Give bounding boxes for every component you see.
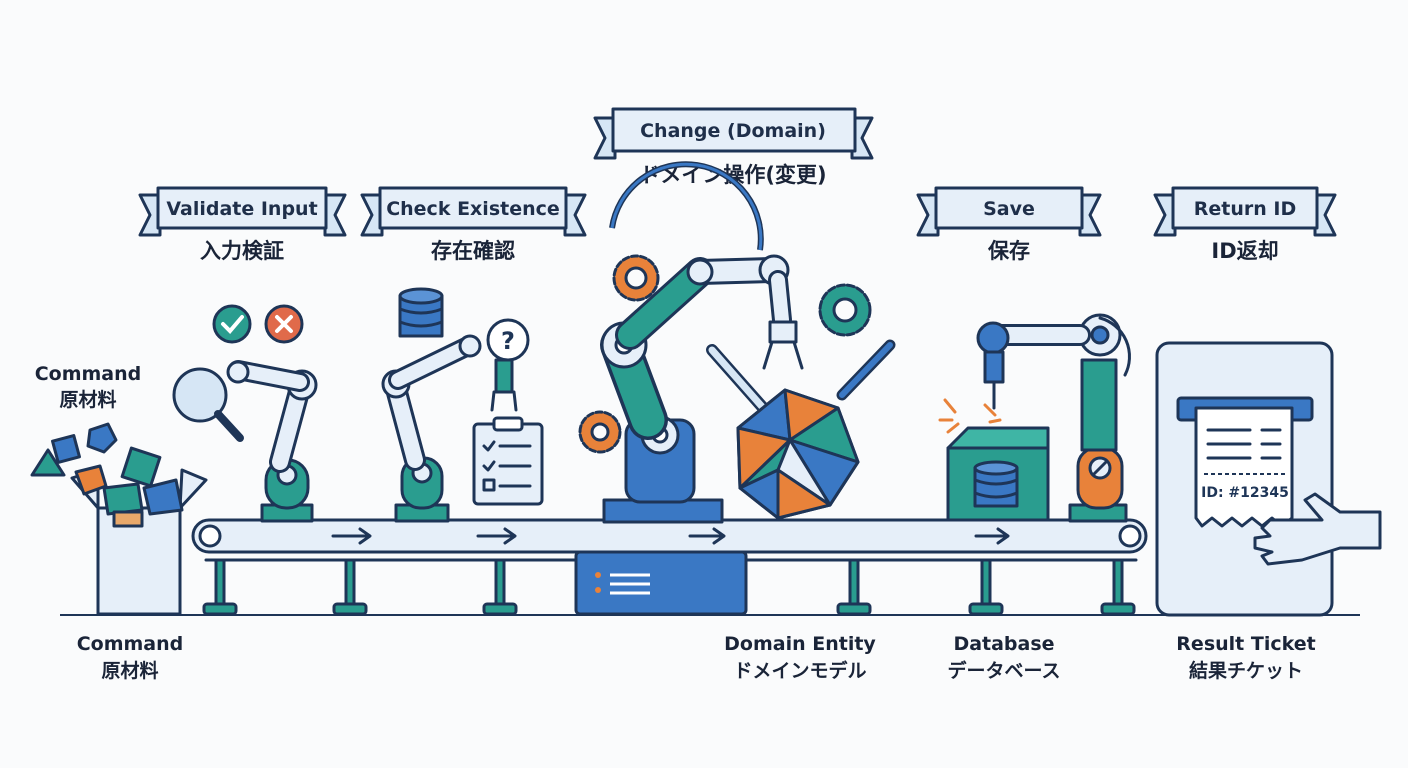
stage-label-return-jp: ID返却 bbox=[1211, 239, 1278, 263]
gear-icon-3 bbox=[818, 283, 872, 337]
save-robot bbox=[938, 313, 1131, 523]
stage-label-change: Change (Domain) bbox=[640, 120, 826, 142]
command-top-label-jp: 原材料 bbox=[59, 388, 116, 411]
stage-label-validate-jp: 入力検証 bbox=[200, 239, 284, 263]
teal-shape bbox=[102, 482, 144, 516]
gear-icon-2 bbox=[578, 410, 622, 454]
caption-database: Database bbox=[953, 633, 1054, 655]
domain-entity-polyhedron bbox=[736, 388, 860, 520]
caption-command: Command bbox=[77, 633, 184, 655]
conveyor-belt bbox=[191, 518, 1148, 616]
banner-change-domain: Change (Domain) ドメイン操作(変更) bbox=[593, 107, 874, 187]
banner-validate-input: Validate Input 入力検証 bbox=[138, 186, 347, 263]
domain-robot bbox=[574, 161, 896, 616]
caption-result-ticket-jp: 結果チケット bbox=[1189, 659, 1303, 682]
gear-icon bbox=[612, 254, 660, 302]
triangle-shape bbox=[30, 448, 66, 477]
orange-shape bbox=[74, 464, 108, 496]
banner-return-id: Return ID ID返却 bbox=[1153, 186, 1337, 263]
blue-shape bbox=[142, 478, 184, 516]
stage-label-check-jp: 存在確認 bbox=[431, 239, 515, 263]
command-top-label: Command bbox=[35, 363, 142, 385]
square-shape-2 bbox=[120, 446, 162, 488]
svg-text:?: ? bbox=[501, 327, 515, 355]
validate-robot bbox=[172, 304, 318, 523]
checklist-icon bbox=[472, 416, 544, 506]
magnifier-icon bbox=[172, 367, 228, 423]
raw-material-box bbox=[30, 422, 208, 616]
stage-label-validate: Validate Input bbox=[166, 198, 317, 220]
check-icon bbox=[212, 304, 252, 344]
stage-label-save-jp: 保存 bbox=[987, 239, 1030, 263]
result-ticket: ID: #12345 bbox=[1194, 406, 1294, 528]
robot-hand bbox=[1253, 492, 1382, 566]
database-icon bbox=[398, 287, 444, 338]
caption-database-jp: データベース bbox=[947, 659, 1060, 682]
ticket-machine: ID: #12345 bbox=[1155, 341, 1382, 617]
tan-shape bbox=[112, 510, 144, 528]
stage-label-return: Return ID bbox=[1194, 198, 1296, 220]
spark-icon bbox=[938, 398, 960, 434]
stage-label-check: Check Existence bbox=[386, 198, 560, 220]
caption-domain-entity: Domain Entity bbox=[724, 633, 876, 655]
banner-save: Save 保存 bbox=[916, 186, 1102, 263]
storage-box bbox=[946, 426, 1050, 522]
check-robot: ? bbox=[381, 287, 544, 523]
caption-domain-entity-jp: ドメインモデル bbox=[733, 659, 866, 682]
stage-label-save: Save bbox=[983, 198, 1035, 220]
banner-check-existence: Check Existence 存在確認 bbox=[360, 186, 587, 263]
ticket-id: ID: #12345 bbox=[1201, 485, 1289, 501]
caption-result-ticket: Result Ticket bbox=[1176, 633, 1315, 655]
square-shape bbox=[51, 434, 81, 464]
pentagon-shape bbox=[86, 422, 118, 454]
caption-command-jp: 原材料 bbox=[101, 659, 158, 682]
